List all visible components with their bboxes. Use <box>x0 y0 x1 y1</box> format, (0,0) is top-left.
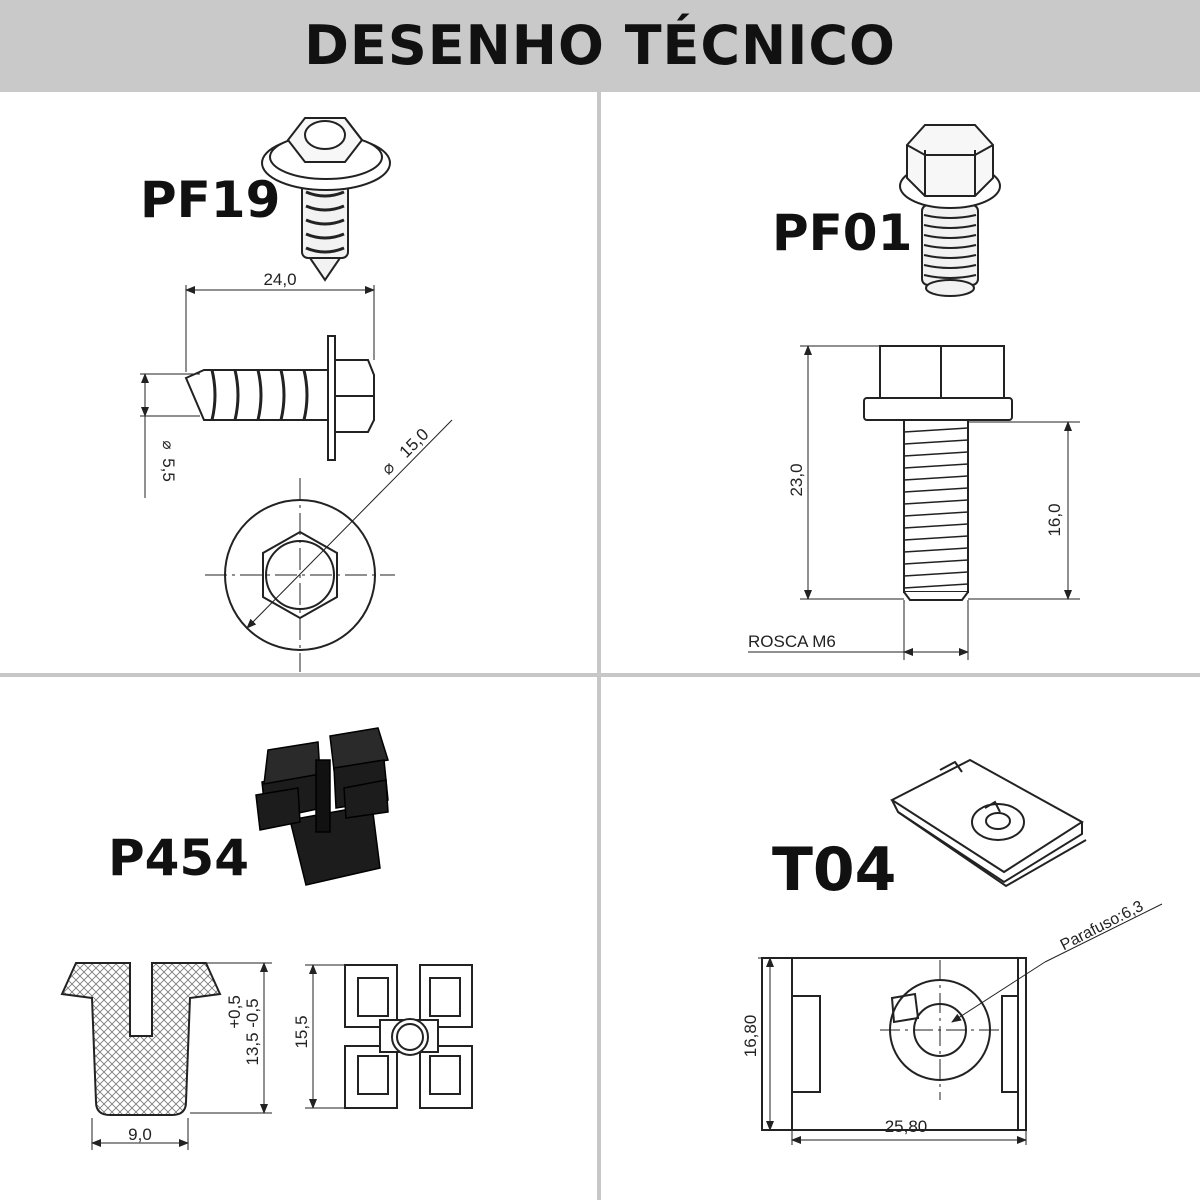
pf19-side-view <box>140 285 375 498</box>
p454-dim-height: 13,5 -0,5 <box>243 998 262 1065</box>
vertical-divider <box>597 92 601 1200</box>
t04-section: T04 <box>741 758 1163 1145</box>
p454-top-view <box>305 964 473 1109</box>
pf19-dim-length: 24,0 <box>263 270 296 289</box>
p454-cross-section <box>60 962 272 1150</box>
p454-dim-width: 9,0 <box>128 1125 152 1144</box>
pf19-label: PF19 <box>140 171 280 229</box>
pf19-diameter-symbol-small: ⌀ <box>159 440 176 449</box>
p454-label: P454 <box>108 829 249 887</box>
pf01-section: PF01 <box>748 124 1080 660</box>
p454-section: P454 9,0 13,5 -0,5 +0,5 <box>60 727 473 1150</box>
t04-screw-note: Parafuso:6,3 <box>1058 898 1147 954</box>
pf01-side-view <box>748 345 1080 660</box>
p454-dim-side-height: 15,5 <box>292 1015 311 1048</box>
pf19-section: PF19 24,0 5,5 ⌀ <box>140 117 453 672</box>
pf19-front-view <box>205 419 453 672</box>
t04-dim-width: 25,80 <box>885 1117 928 1136</box>
page-title: DESENHO TÉCNICO <box>304 14 896 77</box>
p454-dim-tolerance: +0,5 <box>225 995 244 1029</box>
horizontal-divider <box>0 673 1200 677</box>
t04-iso-clip <box>889 758 1087 888</box>
pf01-label: PF01 <box>772 204 912 262</box>
p454-iso-clip <box>255 727 389 886</box>
pf01-dim-thread-length: 16,0 <box>1045 503 1064 536</box>
pf01-dim-total-height: 23,0 <box>787 463 806 496</box>
t04-label: T04 <box>772 835 896 905</box>
pf01-thread-note: ROSCA M6 <box>748 632 836 651</box>
pf19-dim-washer-diameter: 15,0 <box>396 425 433 462</box>
pf19-iso-screw <box>261 117 391 282</box>
pf01-iso-bolt <box>899 124 1001 297</box>
pf19-dim-thread-diameter: 5,5 <box>159 458 178 482</box>
pf19-diameter-symbol-large: ⌀ <box>378 458 399 479</box>
header-bar: DESENHO TÉCNICO <box>0 0 1200 92</box>
t04-dim-height: 16,80 <box>741 1015 760 1058</box>
t04-front-view <box>758 903 1163 1145</box>
